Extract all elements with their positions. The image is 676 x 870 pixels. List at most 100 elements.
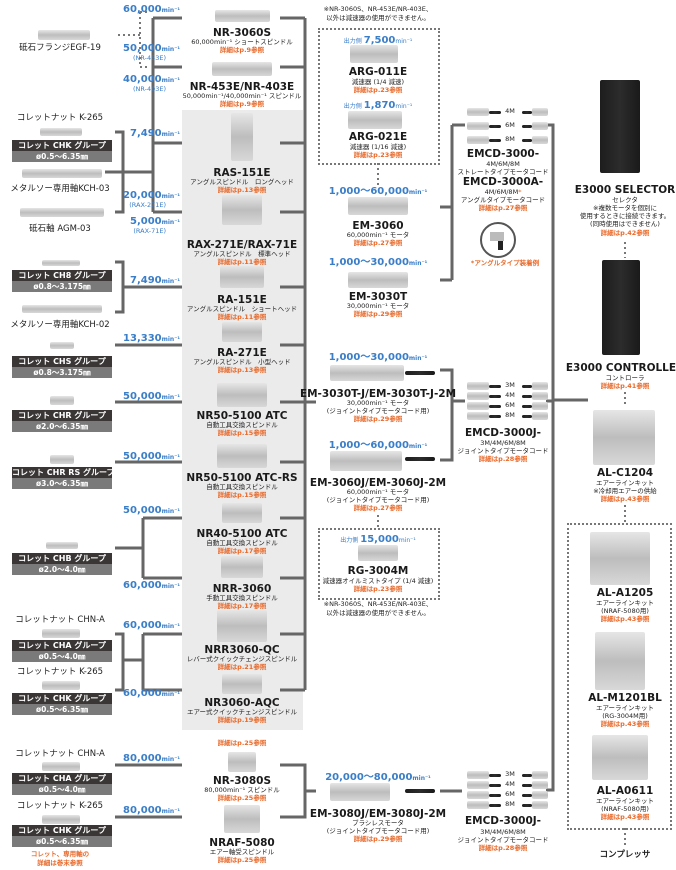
motor-reference: 詳細はp.29参照 xyxy=(353,310,403,318)
speed-value: 20,000 xyxy=(123,190,162,201)
reducer-image xyxy=(348,111,402,129)
motor-description: ブラシレスモータ xyxy=(352,819,404,827)
spindle-name: NR50-5100 ATC-RS xyxy=(186,472,298,484)
motor-speed-range: 1,000～30,000min⁻¹ xyxy=(329,352,428,363)
speed-value: 1,000～60,000 xyxy=(328,186,409,197)
spindle-name: RA-271E xyxy=(217,347,267,359)
cord-length: 6M xyxy=(505,121,515,129)
cord-reference: 詳細はp.28参照 xyxy=(478,455,528,463)
speed-label: 13,330min⁻¹ xyxy=(123,333,180,344)
selector-reference: 詳細はp.42参照 xyxy=(600,229,650,237)
speed-label: 50,000min⁻¹ xyxy=(123,391,180,402)
cord-plug-image xyxy=(467,801,489,809)
cord-plug-image xyxy=(467,781,489,789)
speed-label: 7,490min⁻¹ xyxy=(130,275,180,286)
cord-length: 4M xyxy=(505,391,515,399)
cord-length: 6M xyxy=(505,790,515,798)
cord-cable-image xyxy=(522,385,532,388)
spindle-reference: 詳細はp.13参照 xyxy=(217,366,267,374)
spindle-image xyxy=(217,444,267,468)
cord-name: EMCD-3000J- xyxy=(464,815,542,827)
airline-kit-description: エアーラインキット xyxy=(595,797,655,805)
spindle-reference: 詳細はp.15参照 xyxy=(217,429,267,437)
motor-name: EM-3030T-J/EM-3030T-J-2M xyxy=(299,388,457,400)
collet-image xyxy=(50,396,74,405)
reducer-note: 以外は減速器の使用ができません。 xyxy=(326,14,430,22)
speed-note: (RAX-71E) xyxy=(133,227,166,235)
airline-kit-image xyxy=(590,532,650,585)
speed-unit: min⁻¹ xyxy=(161,7,180,14)
speed-unit: min⁻¹ xyxy=(408,260,428,267)
cord-plug-image xyxy=(532,136,548,144)
speed-value: 1,000～60,000 xyxy=(328,440,409,451)
controller-name: E3000 CONTROLLER xyxy=(565,362,676,374)
cord-plug-image xyxy=(467,402,489,410)
speed-value: 50,000 xyxy=(123,391,162,402)
spindle-name: NR50-5100 ATC xyxy=(196,410,288,422)
metal-saw-arbor-image xyxy=(22,305,102,313)
cord-cable-image xyxy=(489,794,501,797)
speed-unit: min⁻¹ xyxy=(161,583,180,590)
motor-description: (ジョイントタイプモータコード用) xyxy=(326,496,430,504)
speed-label: 60,000min⁻¹ xyxy=(123,580,180,591)
egf-19-label: 砥石フランジEGF-19 xyxy=(19,43,101,53)
speed-unit: min⁻¹ xyxy=(161,808,180,815)
speed-value: 7,490 xyxy=(129,128,162,139)
speed-unit: min⁻¹ xyxy=(161,193,180,200)
spindle-image xyxy=(222,195,262,225)
spindle-image xyxy=(217,610,267,642)
speed-label: 50,000min⁻¹ xyxy=(123,43,180,54)
speed-unit: min⁻¹ xyxy=(161,336,180,343)
cord-cable-image xyxy=(522,794,532,797)
selector-name: E3000 SELECTOR xyxy=(574,184,676,196)
speed-unit: min⁻¹ xyxy=(161,756,180,763)
spindle-description: レバー式クイックチェンジスピンドル xyxy=(186,655,298,663)
spindle-image xyxy=(212,62,272,76)
cord-plug-image xyxy=(532,382,548,390)
cord-cable-image xyxy=(522,125,532,128)
controller-reference: 詳細はp.41参照 xyxy=(600,382,650,390)
motor-description: 60,000min⁻¹ モータ xyxy=(346,488,410,496)
kch-03-label: メタルソー専用軸KCH-03 xyxy=(10,184,110,194)
motor-name: EM-3030T xyxy=(348,291,408,303)
speed-unit: min⁻¹ xyxy=(161,131,180,138)
collet-nut-image xyxy=(42,762,80,771)
spindle-image xyxy=(228,752,256,772)
output-value: 7,500 xyxy=(363,35,396,46)
cord-plug-image xyxy=(532,781,548,789)
speed-value: 1,000～30,000 xyxy=(328,257,409,268)
airline-kit-description: (NRAF-5080用) xyxy=(601,805,649,813)
cord-plug-image xyxy=(467,382,489,390)
cord-plug-image xyxy=(467,136,489,144)
collet-group-name: コレット CH8 グループ xyxy=(12,270,112,281)
motor-speed-range: 1,000～60,000min⁻¹ xyxy=(329,440,428,451)
spindle-reference: 詳細はp.19参照 xyxy=(217,716,267,724)
airline-kit-reference: 詳細はp.43参照 xyxy=(600,615,650,623)
airline-kit-image xyxy=(595,632,645,690)
airline-kit-description: エアーラインキット xyxy=(595,704,655,712)
cord-cable-image xyxy=(489,774,501,777)
cord-length: 8M xyxy=(505,800,515,808)
cord-length: 6M xyxy=(505,401,515,409)
airline-kit-description: (NRAF-5080用) xyxy=(601,607,649,615)
cord-cable-image xyxy=(489,111,501,114)
collet-group-name: コレット CHR グループ xyxy=(12,410,112,421)
reducer-reference: 詳細はp.23参照 xyxy=(353,151,403,159)
cord-cable-image xyxy=(522,415,532,418)
spindle-description: 自動工具交換スピンドル xyxy=(206,539,278,547)
speed-value: 13,330 xyxy=(123,333,162,344)
cord-plug-image xyxy=(467,412,489,420)
spindle-image xyxy=(214,10,270,22)
speed-label: 60,000min⁻¹ xyxy=(123,620,180,631)
collet-range: ø0.5～4.0㎜ xyxy=(12,784,112,795)
speed-label: 20,000min⁻¹ xyxy=(123,190,180,201)
spindle-reference: 詳細はp.11参照 xyxy=(217,258,267,266)
airline-kit-image xyxy=(592,735,648,780)
cord-plug-image xyxy=(467,392,489,400)
